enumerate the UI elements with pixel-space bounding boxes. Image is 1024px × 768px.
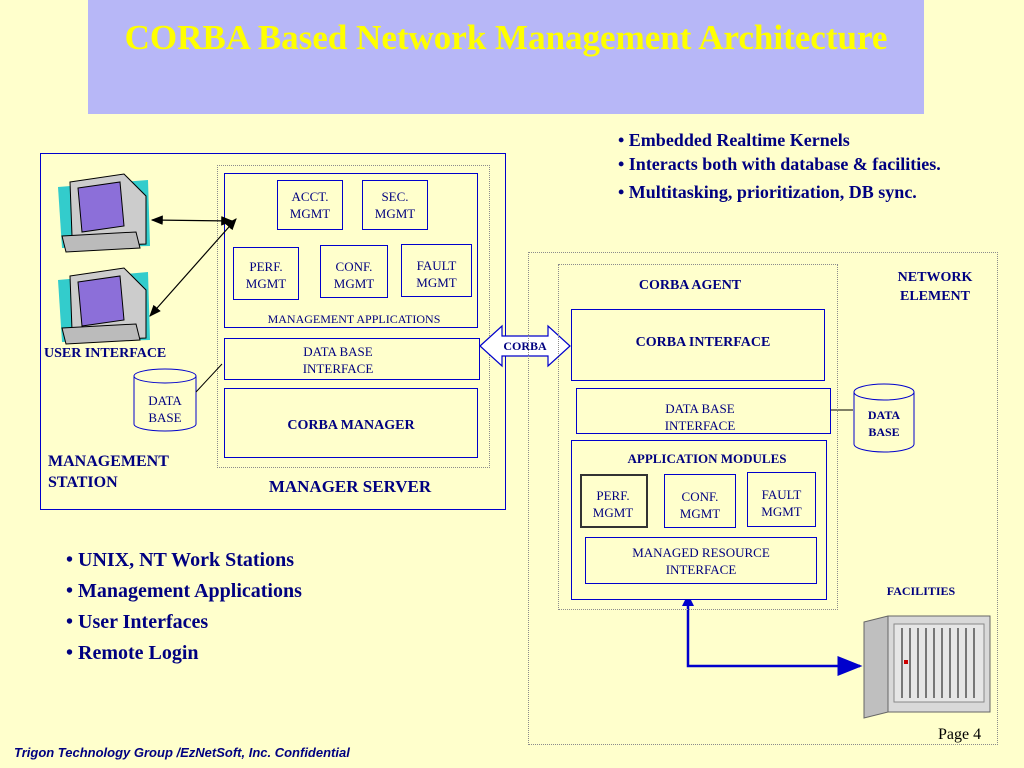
- ne-database-label: DATA BASE: [867, 408, 901, 439]
- workstation-1-icon: [58, 173, 150, 253]
- manager-server-label: MANAGER SERVER: [268, 477, 432, 496]
- network-element-region: [528, 252, 998, 745]
- ne-perf-mgmt-label: PERF. MGMT: [592, 488, 634, 520]
- station-database-icon: [133, 368, 197, 432]
- sec-mgmt-box: [362, 180, 428, 230]
- management-station-box: [40, 153, 506, 510]
- corba-manager-box: [224, 388, 478, 458]
- ne-fault-mgmt-box: [747, 472, 816, 527]
- managed-resource-box: [585, 537, 817, 584]
- title-band: [88, 0, 924, 114]
- ne-perf-mgmt-box: [580, 474, 648, 528]
- station-bullet-2: • Management Applications: [66, 580, 302, 602]
- fault-mgmt-label: FAULT MGMT: [416, 258, 457, 290]
- workstation-2-icon: [58, 267, 150, 345]
- db-to-interface-line: [195, 363, 223, 393]
- corba-manager-label: CORBA MANAGER: [287, 418, 415, 433]
- corba-agent-label: CORBA AGENT: [638, 278, 742, 293]
- facilities-label: FACILITIES: [886, 584, 956, 598]
- corba-agent-region: [558, 264, 838, 610]
- fault-mgmt-box: [401, 244, 472, 297]
- corba-arrow-icon: [479, 324, 571, 368]
- agent-bullet-2: • Interacts both with database & facilit…: [618, 154, 941, 174]
- user-interface-label: USER INTERFACE: [44, 346, 167, 361]
- station-database-label: DATA BASE: [148, 393, 182, 425]
- db-interface-label: DATA BASE INTERFACE: [302, 344, 374, 376]
- agent-bullet-list: • Embedded Realtime Kernels • Interacts …: [618, 128, 958, 204]
- conf-mgmt-label: CONF. MGMT: [333, 259, 375, 291]
- facilities-link: [686, 598, 863, 676]
- agent-bullet-3: • Multitasking, prioritization, DB sync.: [618, 182, 917, 202]
- ne-db-interface-box: [576, 388, 831, 434]
- slide-title: CORBA Based Network Management Architect…: [124, 18, 888, 57]
- ne-db-interface-label: DATA BASE INTERFACE: [664, 401, 736, 433]
- perf-mgmt-box: [233, 247, 299, 300]
- corba-link-label: CORBA: [503, 339, 547, 353]
- corba-interface-box: [571, 309, 825, 381]
- db-interface-box: [224, 338, 480, 380]
- footer-confidential: Trigon Technology Group /EzNetSoft, Inc.…: [14, 745, 350, 760]
- acct-mgmt-label: ACCT. MGMT: [289, 189, 331, 221]
- station-bullet-4: • Remote Login: [66, 642, 199, 664]
- conf-mgmt-box: [320, 245, 388, 298]
- sec-mgmt-label: SEC. MGMT: [374, 189, 416, 221]
- station-bullet-3: • User Interfaces: [66, 611, 209, 633]
- acct-mgmt-box: [277, 180, 343, 230]
- page-number: Page 4: [938, 726, 982, 743]
- ne-database-icon: [853, 383, 915, 453]
- facilities-rack-icon: [863, 615, 991, 719]
- corba-interface-label: CORBA INTERFACE: [635, 335, 771, 350]
- ne-fault-mgmt-label: FAULT MGMT: [761, 487, 802, 519]
- station-bullet-list: • UNIX, NT Work Stations • Management Ap…: [66, 545, 302, 669]
- workstation1-link: [150, 215, 234, 226]
- workstation2-link: [149, 218, 237, 317]
- agent-bullet-1: • Embedded Realtime Kernels: [618, 130, 850, 150]
- station-bullet-1: • UNIX, NT Work Stations: [66, 549, 294, 571]
- network-element-label: NETWORK ELEMENT: [897, 270, 973, 304]
- managed-resource-label: MANAGED RESOURCE INTERFACE: [632, 545, 770, 577]
- management-station-label: MANAGEMENT STATION: [48, 453, 169, 491]
- application-modules-label: APPLICATION MODULES: [627, 451, 787, 466]
- ne-conf-mgmt-label: CONF. MGMT: [679, 489, 721, 521]
- perf-mgmt-label: PERF. MGMT: [245, 259, 287, 291]
- management-applications-label: MANAGEMENT APPLICATIONS: [267, 312, 441, 326]
- ne-conf-mgmt-box: [664, 474, 736, 528]
